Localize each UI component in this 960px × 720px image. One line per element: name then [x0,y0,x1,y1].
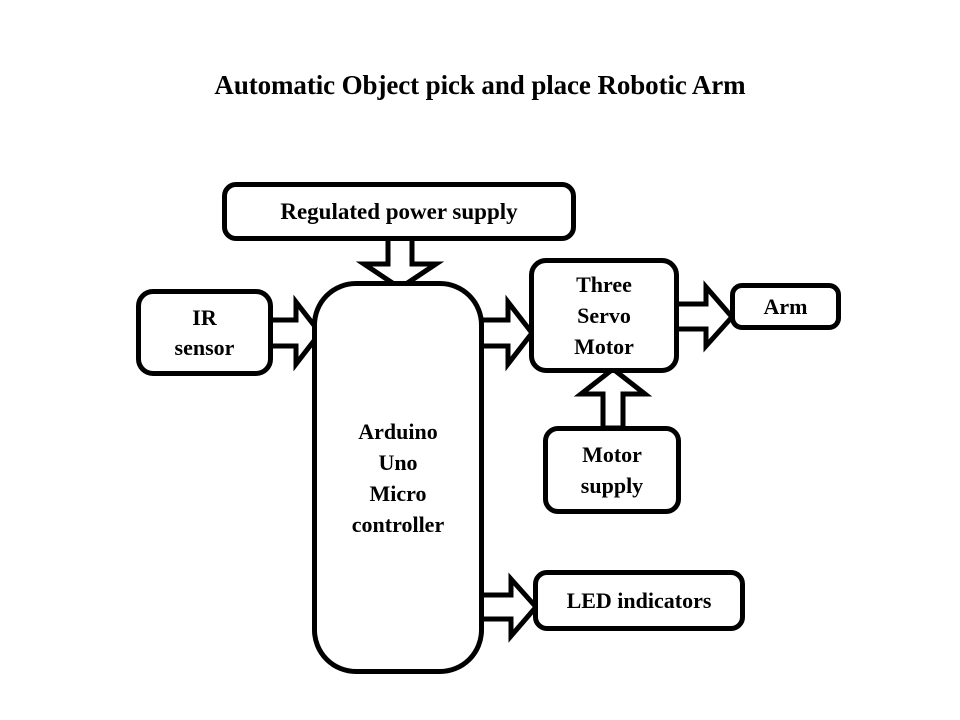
block-label-line: Servo [577,303,631,328]
block-led-indicators[interactable]: LED indicators [533,570,745,631]
arrow-arduino-to-servo-motor-icon [475,294,536,372]
block-label-line: Arm [763,293,808,319]
block-label-group: IR sensor [141,303,268,363]
block-label-line: Motor [582,442,642,467]
block-label-group: Regulated power supply [227,198,571,226]
block-label-group: LED indicators [538,587,740,615]
block-label-line: LED indicators [566,587,712,613]
block-label-line: controller [351,511,445,537]
block-label-group: Three Servo Motor [534,269,674,362]
block-regulated-power-supply[interactable]: Regulated power supply [222,182,576,241]
block-three-servo-motor[interactable]: Three Servo Motor [529,258,679,373]
block-label-line: Motor [574,334,634,359]
block-motor-supply[interactable]: Motor supply [543,426,681,514]
block-label-line: Micro [369,480,427,506]
block-label-line: IR [192,304,217,330]
block-arm[interactable]: Arm [730,283,841,330]
block-label-group: Motor supply [548,439,676,501]
block-label-line: Three [576,272,632,297]
arrow-motor-supply-to-servo-motor-icon [573,365,653,431]
arrow-servo-motor-to-arm-icon [671,280,736,353]
block-label-line: Regulated power supply [280,198,518,224]
block-label-line: Uno [378,449,418,475]
block-label-group: Arm [735,294,836,320]
block-label-line: Arduino [358,418,438,444]
block-label-line: supply [580,473,644,498]
block-label-line: sensor [174,334,235,360]
block-ir-sensor[interactable]: IR sensor [136,289,273,376]
block-label-group: Arduino Uno Micro controller [317,416,479,540]
arrow-arduino-to-led-indicators-icon [475,572,540,643]
block-arduino-uno-micro-controller[interactable]: Arduino Uno Micro controller [312,281,484,674]
page-title: Automatic Object pick and place Robotic … [214,70,746,100]
